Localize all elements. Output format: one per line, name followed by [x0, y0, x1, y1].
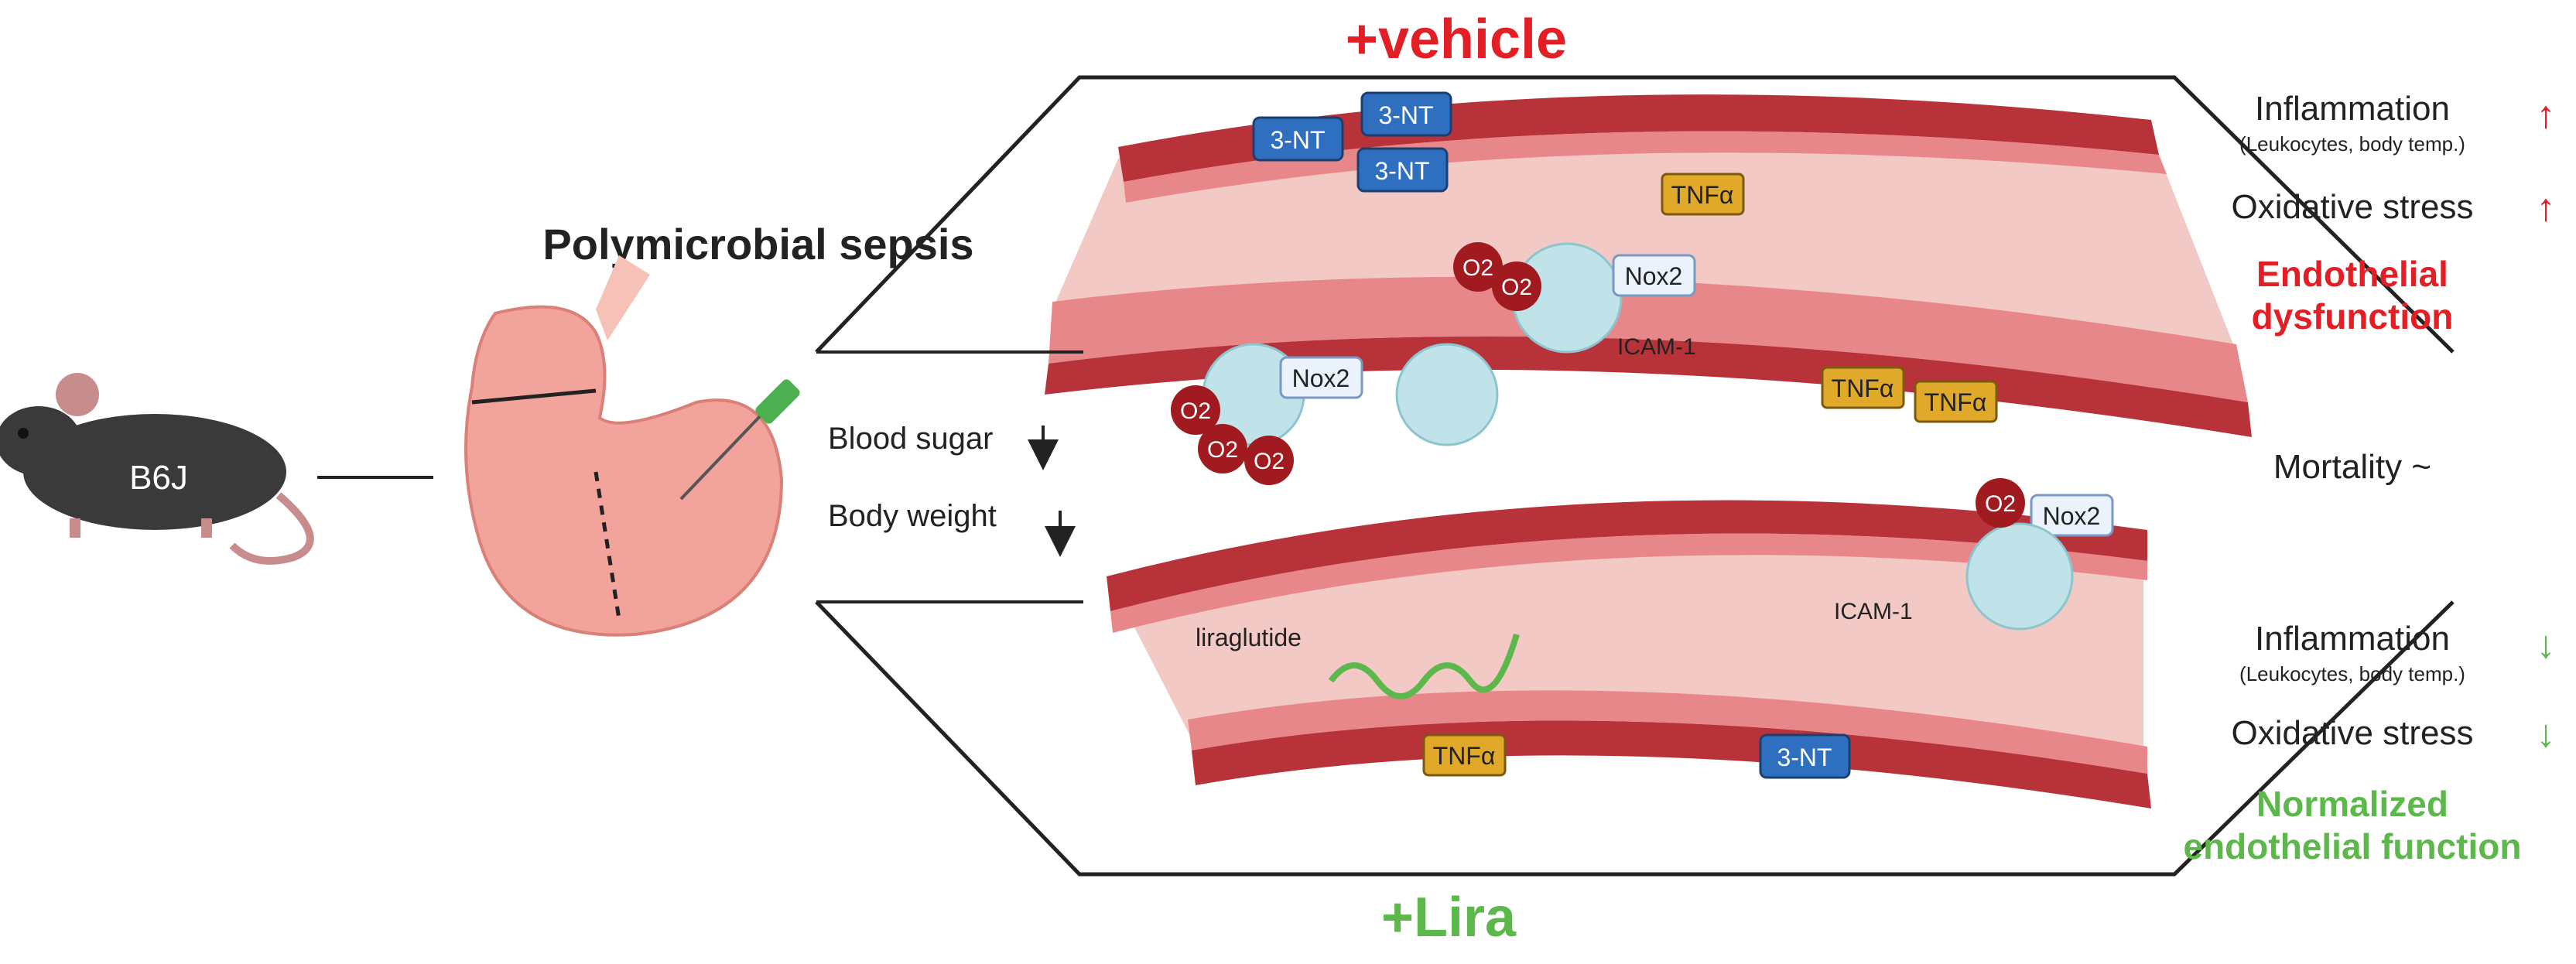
vehicle-oxidative-arrow: ↑ [2537, 186, 2556, 229]
svg-text:O2: O2 [1462, 255, 1493, 281]
lira-inflammation-arrow: ↓ [2537, 623, 2556, 666]
svg-text:3-NT: 3-NT [1378, 101, 1433, 129]
superoxide-4: O2 [1198, 424, 1247, 473]
leukocyte-3 [1395, 343, 1499, 446]
superoxide-1: O2 [1453, 242, 1503, 292]
lower-outline [815, 600, 2455, 877]
svg-text:Nox2: Nox2 [2043, 502, 2101, 530]
svg-text:3-NT: 3-NT [1777, 744, 1832, 771]
superoxide-2: O2 [1492, 262, 1541, 311]
vehicle-inflammation-note: (Leukocytes, body temp.) [2239, 132, 2465, 156]
icam-label-upper: ICAM-1 [1617, 334, 1696, 360]
blood-sugar-label: Blood sugar [828, 422, 993, 456]
svg-text:O2: O2 [1254, 449, 1285, 474]
svg-text:Nox2: Nox2 [1625, 262, 1683, 290]
vehicle-label: +vehicle [1346, 9, 1567, 70]
lira-inflammation-note: (Leukocytes, body temp.) [2239, 662, 2465, 685]
svg-text:TNFα: TNFα [1671, 181, 1734, 209]
nox2-marker-3: Nox2 [2030, 494, 2114, 537]
tnf-marker-4: TNFα [1422, 733, 1507, 777]
nox2-marker-1: Nox2 [1612, 254, 1696, 297]
page-title: Polymicrobial sepsis [542, 220, 973, 268]
lira-endothelial-line2: endothelial function [2184, 826, 2522, 867]
superoxide-3: O2 [1171, 385, 1220, 435]
svg-text:TNFα: TNFα [1832, 374, 1894, 402]
lira-oxidative-stress: Oxidative stress [2232, 714, 2474, 752]
tnf-marker-3: TNFα [1914, 380, 1998, 423]
leukocyte-4 [1965, 522, 2074, 631]
cecum-icon [464, 255, 784, 637]
svg-text:TNFα: TNFα [1433, 742, 1496, 770]
svg-text:TNFα: TNFα [1924, 388, 1987, 416]
nt-marker-3: 3-NT [1356, 147, 1449, 193]
lira-oxidative-arrow: ↓ [2537, 712, 2556, 755]
lira-inflammation: Inflammation [2255, 620, 2450, 658]
superoxide-6: O2 [1976, 478, 2025, 528]
nt-marker-4: 3-NT [1759, 733, 1851, 779]
vehicle-inflammation-arrow: ↑ [2537, 93, 2556, 136]
vehicle-inflammation: Inflammation [2255, 90, 2450, 128]
mortality-label: Mortality ~ [2273, 448, 2431, 486]
svg-text:3-NT: 3-NT [1374, 157, 1429, 185]
svg-text:O2: O2 [1180, 398, 1211, 424]
vehicle-oxidative-stress: Oxidative stress [2232, 188, 2474, 226]
liraglutide-peptide [1328, 633, 1520, 699]
icam-label-lower: ICAM-1 [1834, 599, 1913, 624]
svg-text:O2: O2 [1207, 437, 1238, 463]
nox2-marker-2: Nox2 [1279, 356, 1363, 399]
tnf-marker-1: TNFα [1661, 173, 1745, 216]
lira-label: +Lira [1381, 887, 1517, 949]
svg-text:O2: O2 [1985, 491, 2016, 517]
svg-text:O2: O2 [1501, 275, 1532, 300]
syringe-icon [679, 379, 800, 501]
upper-outline [815, 75, 2455, 354]
liraglutide-label: liraglutide [1196, 624, 1302, 651]
mouse-icon [0, 373, 314, 565]
svg-text:3-NT: 3-NT [1270, 126, 1325, 154]
svg-text:Nox2: Nox2 [1292, 364, 1350, 392]
vehicle-endothelial-line1: Endothelial [2256, 254, 2448, 294]
vehicle-endothelial-line2: dysfunction [2252, 296, 2454, 337]
body-weight-label: Body weight [828, 499, 997, 533]
nt-marker-2: 3-NT [1252, 116, 1344, 162]
nt-marker-1: 3-NT [1360, 91, 1452, 137]
tnf-marker-2: TNFα [1821, 366, 1905, 409]
lira-endothelial-line1: Normalized [2256, 784, 2448, 824]
superoxide-5: O2 [1244, 436, 1294, 485]
mouse-label: B6J [129, 459, 188, 497]
